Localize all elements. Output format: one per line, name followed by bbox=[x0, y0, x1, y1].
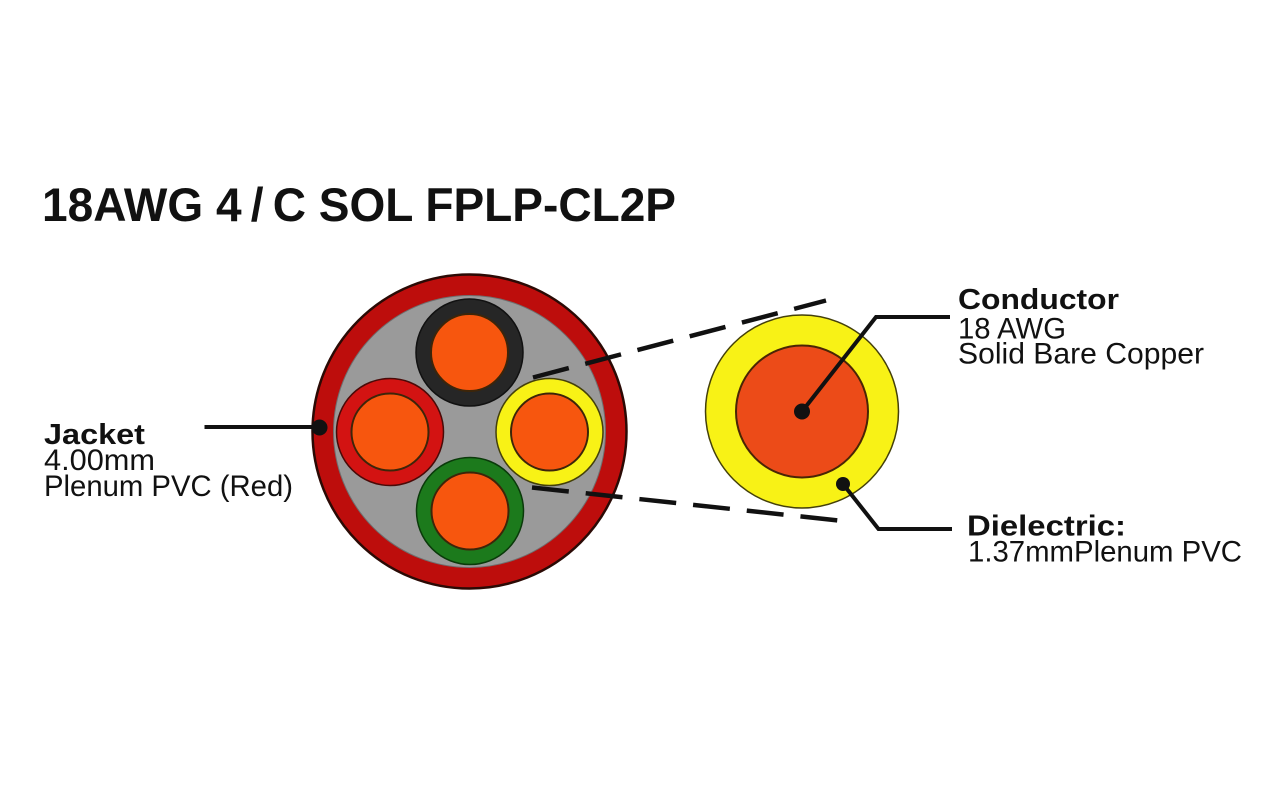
svg-text:4.00mm: 4.00mm bbox=[44, 444, 155, 477]
svg-text:Jacket: Jacket bbox=[44, 419, 145, 451]
svg-text:18AWG 4 / C SOL FPLP-CL2P: 18AWG 4 / C SOL FPLP-CL2P bbox=[42, 178, 676, 231]
svg-text:18 AWG: 18 AWG bbox=[958, 313, 1066, 346]
svg-text:1.37mmPlenum PVC: 1.37mmPlenum PVC bbox=[968, 536, 1242, 569]
svg-text:Solid Bare Copper: Solid Bare Copper bbox=[958, 338, 1204, 371]
svg-text:Plenum PVC (Red): Plenum PVC (Red) bbox=[44, 470, 293, 503]
svg-text:Conductor: Conductor bbox=[958, 284, 1119, 316]
svg-text:Dielectric:: Dielectric: bbox=[967, 511, 1126, 543]
